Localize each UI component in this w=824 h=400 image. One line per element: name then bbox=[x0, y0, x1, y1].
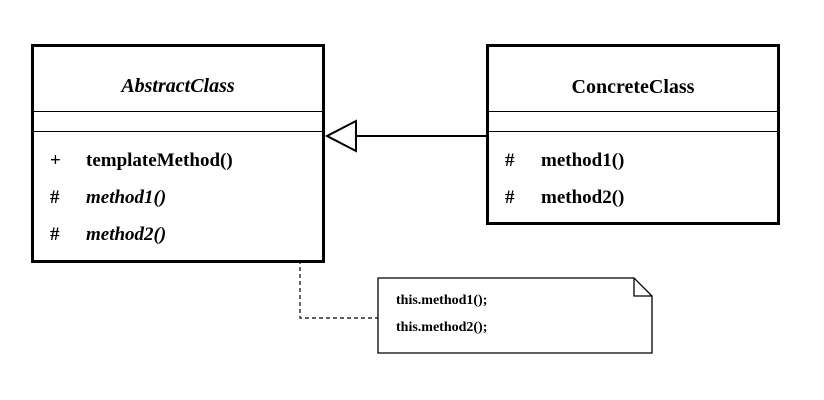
operation-method2: # method2() bbox=[50, 224, 166, 246]
operation-method1: # method1() bbox=[505, 150, 624, 172]
concrete-class-divider-2 bbox=[489, 131, 777, 132]
operation-method2: # method2() bbox=[505, 187, 624, 209]
visibility-protected: # bbox=[50, 187, 60, 208]
visibility-protected: # bbox=[505, 187, 515, 208]
operation-name: method2() bbox=[541, 187, 625, 208]
note-line-2: this.method2(); bbox=[396, 320, 488, 335]
generalization-arrowhead bbox=[324, 119, 357, 153]
visibility-public: + bbox=[50, 150, 61, 171]
abstract-class-divider-1 bbox=[34, 111, 322, 112]
concrete-class-box[interactable]: ConcreteClass # method1() # method2() bbox=[486, 44, 780, 225]
operation-template-method: + templateMethod() bbox=[50, 150, 233, 172]
operation-name: method1() bbox=[86, 187, 167, 208]
abstract-class-divider-2 bbox=[34, 131, 322, 132]
abstract-class-box[interactable]: AbstractClass + templateMethod() # method1… bbox=[31, 44, 325, 263]
concrete-class-name: ConcreteClass bbox=[571, 76, 695, 98]
operation-method1: # method1() bbox=[50, 187, 166, 209]
operation-name: method2() bbox=[86, 224, 167, 245]
operation-name: templateMethod() bbox=[86, 150, 233, 171]
visibility-protected: # bbox=[50, 224, 60, 245]
note-fold-icon bbox=[633, 278, 652, 297]
note-line-1: this.method1(); bbox=[396, 293, 488, 308]
operation-name: method1() bbox=[541, 150, 625, 171]
abstract-class-name: AbstractClass bbox=[121, 75, 235, 97]
concrete-class-divider-1 bbox=[489, 111, 777, 112]
visibility-protected: # bbox=[505, 150, 515, 171]
note-box bbox=[377, 277, 653, 354]
